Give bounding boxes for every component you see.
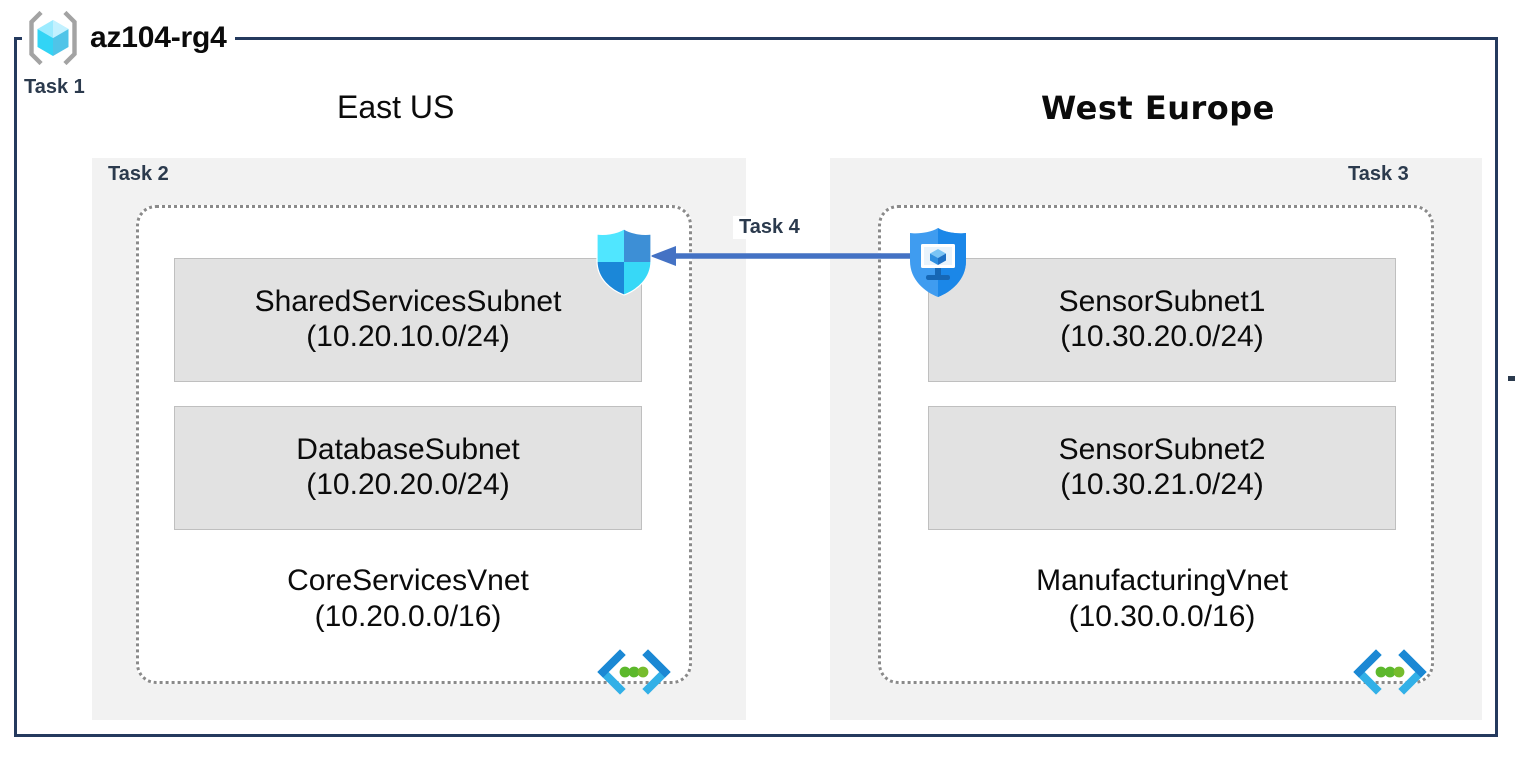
task-label-1: Task 1: [24, 76, 85, 98]
subnet-name: SensorSubnet1: [1058, 285, 1266, 319]
vnet-name: CoreServicesVnet: [287, 564, 529, 597]
resource-group-header: az104-rg4: [22, 8, 235, 68]
subnet-cidr: (10.20.10.0/24): [306, 320, 510, 353]
vnet-cidr: (10.30.0.0/16): [1068, 600, 1256, 633]
region-title-west-europe: West Europe: [1041, 89, 1275, 127]
subnet-name: DatabaseSubnet: [296, 433, 520, 467]
subnet-sensorsubnet1: SensorSubnet1 (10.30.20.0/24): [928, 258, 1396, 382]
vnet-label-manufacturingvnet: ManufacturingVnet (10.30.0.0/16): [930, 563, 1394, 635]
task1-leader-line: [14, 50, 17, 710]
region-title-east-us: East US: [337, 89, 455, 125]
subnet-name: SensorSubnet2: [1058, 433, 1266, 467]
subnet-cidr: (10.30.20.0/24): [1060, 320, 1264, 353]
subnet-cidr: (10.30.21.0/24): [1060, 468, 1264, 501]
resource-group-cube-icon: [26, 11, 80, 65]
vnet-cidr: (10.20.0.0/16): [314, 600, 502, 633]
resource-group-name: az104-rg4: [90, 21, 227, 54]
vnet-label-coreservicesvnet: CoreServicesVnet (10.20.0.0/16): [176, 563, 640, 635]
subnet-databasesubnet: DatabaseSubnet (10.20.20.0/24): [174, 406, 642, 530]
subnet-sharedservicessubnet: SharedServicesSubnet (10.20.10.0/24): [174, 258, 642, 382]
subnet-name: SharedServicesSubnet: [254, 285, 562, 319]
defender-shield-icon: [906, 226, 970, 298]
edge-tick-mark: [1508, 376, 1515, 381]
vnet-connector-icon: [596, 646, 672, 698]
subnet-cidr: (10.20.20.0/24): [306, 468, 510, 501]
task-label-2: Task 2: [108, 163, 169, 185]
subnet-sensorsubnet2: SensorSubnet2 (10.30.21.0/24): [928, 406, 1396, 530]
task-label-4: Task 4: [733, 216, 806, 239]
nsg-shield-icon: [594, 228, 654, 296]
vnet-connector-icon: [1352, 646, 1428, 698]
vnet-peering-arrow: [648, 240, 926, 274]
vnet-name: ManufacturingVnet: [1036, 564, 1288, 597]
task-label-3: Task 3: [1348, 163, 1409, 185]
